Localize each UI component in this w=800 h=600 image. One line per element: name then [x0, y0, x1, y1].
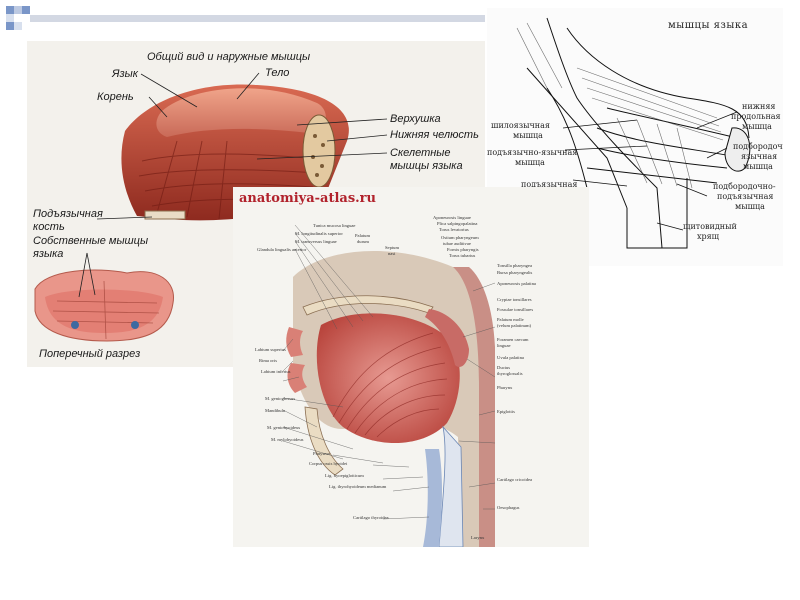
label-inferior-1: нижняя [742, 102, 776, 111]
label-geniohyoid-1: подбородочно- [713, 182, 776, 191]
sagittal-left-label: M. mylohyoideus [271, 437, 304, 442]
sagittal-left-label: Cartilago thyroidea [353, 515, 389, 520]
label-intrinsic-1: Собственные мышцы [33, 235, 149, 247]
label-hyoid-1: Подъязычная [33, 208, 103, 220]
label-genioglossus-3: мышца [743, 162, 773, 171]
watermark: anatomiya-atlas.ru [239, 191, 376, 206]
label-aponeurosis: Aponeurosis linguae [433, 215, 471, 220]
decor-square [6, 6, 14, 14]
label-ostium-2: tubae auditivae [443, 241, 471, 246]
sagittal-right-label: Palatum molle [497, 317, 524, 322]
label-geniohyoid-2: подъязычная [717, 192, 774, 201]
sagittal-left-label: M. genioglossus [265, 396, 296, 401]
sagittal-right-label: thyroglossalis [497, 371, 523, 376]
sagittal-illustration [282, 224, 496, 547]
sagittal-section-panel: anatomiya-atlas.ru Tunica mucosa linguae… [233, 187, 589, 547]
label-ostium-1: Ostium pharyngeum [441, 235, 479, 240]
label-body: Тело [265, 67, 290, 79]
sagittal-left-label: M. transversus linguae [295, 239, 337, 244]
label-genioglossus-1: подбородочно- [733, 142, 783, 151]
sagittal-right-label: linguae [497, 343, 511, 348]
label-hyoid-muscle: подъязычная [521, 180, 578, 189]
label-palatum-2: durum [357, 239, 369, 244]
sagittal-right-label: Uvula palatina [497, 355, 524, 360]
sagittal-right-label: Bursa pharyngealis [497, 270, 533, 275]
label-fornix: Fornix pharyngis [447, 247, 479, 252]
label-genioglossus-2: язычная [741, 152, 778, 161]
decor-square [6, 22, 14, 30]
sagittal-right-label: Tonsilla pharyngea [497, 263, 533, 268]
label-hyoid-2: кость [33, 221, 65, 233]
decor-square [22, 6, 30, 14]
decor-square [14, 6, 22, 14]
sagittal-left-label: Labium inferius [261, 369, 291, 374]
sagittal-right-label: Fossulae tonsillares [497, 307, 534, 312]
label-palatum-1: Palatum [355, 233, 371, 238]
sagittal-left-label: Rima oris [259, 358, 277, 363]
label-tongue: Язык [112, 68, 138, 80]
label-septum-2: nasi [388, 251, 396, 256]
label-geniohyoid-3: мышца [735, 202, 765, 211]
label-inferior-2: продольная [731, 112, 781, 121]
decor-square [6, 14, 14, 22]
sagittal-right-label: Foramen caecum [497, 337, 529, 342]
label-root: Корень [97, 91, 134, 103]
muscle-sketch [516, 17, 751, 249]
label-inferior-3: мышца [742, 122, 772, 131]
sagittal-right-label: Oesophagus [497, 505, 520, 510]
decor-bar [30, 15, 485, 22]
label-hyoglossus-2: мышца [515, 158, 545, 167]
sagittal-right-label: Aponeurosis palatina [497, 281, 536, 286]
sagittal-left-label: Labium superius [255, 347, 286, 352]
label-septum-1: Septum [385, 245, 400, 250]
label-intrinsic-2: языка [33, 248, 64, 260]
label-thyroid-1: щитовидный [683, 222, 737, 231]
label-skeletal-1: Скелетные [390, 147, 451, 159]
label-torus-levatorius: Torus levatorius [439, 227, 469, 232]
label-torus-tubarius: Torus tubarius [449, 253, 476, 258]
sagittal-left-label: Lig. hyoepiglotticum [325, 473, 364, 478]
sagittal-right-label: Epiglottis [497, 409, 515, 414]
label-plica: Plica salpingopalatina [437, 221, 478, 226]
sagittal-left-label: Platysma [313, 451, 330, 456]
label-styloglossus-2: мышца [513, 131, 543, 140]
panel-a-title: Общий вид и наружные мышцы [147, 51, 311, 63]
sagittal-left-label: Mandibula [265, 408, 285, 413]
sagittal-left-label: Glandula lingualis anterior [257, 247, 307, 252]
label-mandible: Нижняя челюсть [390, 129, 479, 141]
sagittal-left-label: M. geniohyoideus [267, 425, 301, 430]
sagittal-right-label: Larynx [471, 535, 485, 540]
label-hyoglossus-1: подъязычно-язычная [487, 148, 578, 157]
sagittal-right-label: Pharynx [497, 385, 513, 390]
sagittal-right-label: Cartilago cricoidea [497, 477, 533, 482]
sagittal-left-label: Tunica mucosa linguae [313, 223, 356, 228]
sagittal-right-label: Ductus [497, 365, 511, 370]
sagittal-left-label: Lig. thyrohyoideum medianum [329, 484, 387, 489]
label-styloglossus-1: шилоязычная [491, 121, 550, 130]
sagittal-left-label: Corpus ossis hyoidei [309, 461, 348, 466]
sagittal-left-label: M. longitudinalis superior [295, 231, 343, 236]
label-thyroid-2: хрящ [697, 232, 720, 241]
decor-square [14, 22, 22, 30]
label-apex: Верхушка [390, 113, 441, 125]
label-cross-section: Поперечный разрез [39, 348, 141, 360]
label-skeletal-2: мышцы языка [390, 160, 463, 172]
panel-b-title: мышцы языка [668, 20, 749, 31]
sagittal-right-label: Cryptae tonsillares [497, 297, 532, 302]
sagittal-right-label: (velum palatinum) [497, 323, 532, 328]
